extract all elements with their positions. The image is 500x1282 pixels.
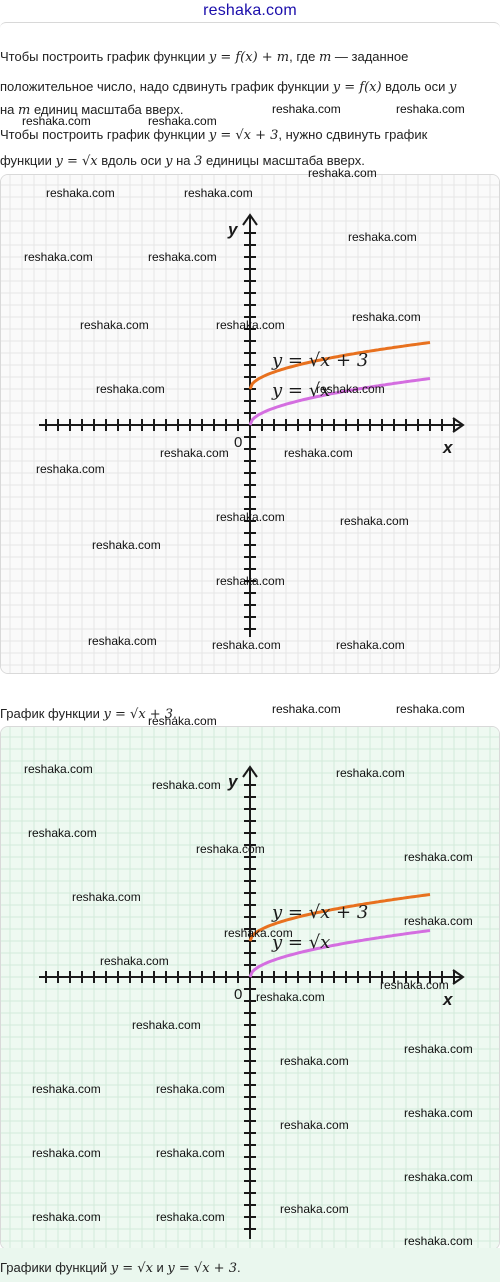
watermark: reshaka.com <box>156 1082 225 1096</box>
watermark: reshaka.com <box>32 1146 101 1160</box>
watermark: reshaka.com <box>196 842 265 856</box>
watermark: reshaka.com <box>224 926 293 940</box>
watermark: reshaka.com <box>404 1170 473 1184</box>
watermark: reshaka.com <box>36 462 105 476</box>
text-line-3: на m единиц масштаба вверх. <box>0 102 184 118</box>
watermark: reshaka.com <box>46 186 115 200</box>
watermark: reshaka.com <box>316 382 385 396</box>
watermark: reshaka.com <box>404 1106 473 1120</box>
y-axis-arrow <box>242 213 258 226</box>
watermark: reshaka.com <box>284 446 353 460</box>
watermark: reshaka.com <box>348 230 417 244</box>
curve-sqrt-x <box>248 929 431 978</box>
content-border <box>0 22 500 29</box>
watermark: reshaka.com <box>148 250 217 264</box>
text-line-2: положительное число, надо сдвинуть графи… <box>0 79 457 95</box>
watermark: reshaka.com <box>396 702 465 716</box>
watermark: reshaka.com <box>22 114 91 128</box>
watermark: reshaka.com <box>404 1042 473 1056</box>
watermark: reshaka.com <box>256 990 325 1004</box>
graph-2-caption: Графики функций y = √x и y = √x + 3. <box>0 1260 241 1276</box>
curve-sqrt-x-plus-3 <box>248 893 431 942</box>
graph-card-1: y x 0 y = √x + 3 y = √x <box>0 174 500 674</box>
watermark: reshaka.com <box>152 778 221 792</box>
site-link[interactable]: reshaka.com <box>203 2 297 19</box>
origin-label: 0 <box>234 434 242 451</box>
watermark: reshaka.com <box>148 114 217 128</box>
watermark: reshaka.com <box>216 318 285 332</box>
watermark: reshaka.com <box>404 850 473 864</box>
watermark: reshaka.com <box>216 574 285 588</box>
graph-card-2: y x 0 y = √x + 3 y = √x <box>0 726 500 1250</box>
watermark: reshaka.com <box>72 890 141 904</box>
watermark: reshaka.com <box>24 250 93 264</box>
origin-label: 0 <box>234 986 242 1003</box>
watermark: reshaka.com <box>184 186 253 200</box>
text-line-4: Чтобы построить график функции y = √x + … <box>0 127 428 143</box>
watermark: reshaka.com <box>380 978 449 992</box>
label-sqrt-x-plus-3: y = √x + 3 <box>271 902 368 923</box>
graph-1-svg: y x 0 y = √x + 3 y = √x <box>1 175 499 673</box>
watermark: reshaka.com <box>100 954 169 968</box>
label-sqrt-x: y = √x <box>271 380 330 401</box>
watermark: reshaka.com <box>148 714 217 728</box>
watermark: reshaka.com <box>336 766 405 780</box>
watermark: reshaka.com <box>272 102 341 116</box>
watermark: reshaka.com <box>404 1234 473 1248</box>
watermark: reshaka.com <box>280 1202 349 1216</box>
watermark: reshaka.com <box>352 310 421 324</box>
watermark: reshaka.com <box>88 634 157 648</box>
watermark: reshaka.com <box>32 1082 101 1096</box>
label-sqrt-x-plus-3: y = √x + 3 <box>271 350 368 371</box>
watermark: reshaka.com <box>280 1054 349 1068</box>
x-axis-arrow <box>452 417 465 433</box>
y-axis-arrow <box>242 765 258 778</box>
watermark: reshaka.com <box>212 638 281 652</box>
x-axis-arrow <box>452 969 465 985</box>
x-axis-label: x <box>442 438 454 457</box>
ticks <box>45 232 455 630</box>
y-axis-label: y <box>227 220 239 239</box>
watermark: reshaka.com <box>308 166 377 180</box>
watermark: reshaka.com <box>132 1018 201 1032</box>
x-axis-label: x <box>442 990 454 1009</box>
watermark: reshaka.com <box>24 762 93 776</box>
watermark: reshaka.com <box>92 538 161 552</box>
watermark: reshaka.com <box>160 446 229 460</box>
curve-sqrt-x <box>248 377 431 426</box>
watermark: reshaka.com <box>96 382 165 396</box>
watermark: reshaka.com <box>32 1210 101 1224</box>
watermark: reshaka.com <box>156 1210 225 1224</box>
caption-band <box>0 1248 500 1282</box>
graph-1-caption: График функции y = √x + 3. <box>0 706 177 722</box>
watermark: reshaka.com <box>28 826 97 840</box>
label-sqrt-x: y = √x <box>271 932 330 953</box>
y-axis-label: y <box>227 772 239 791</box>
curve-sqrt-x-plus-3 <box>248 341 431 390</box>
text-line-1: Чтобы построить график функции y = f(x) … <box>0 49 409 65</box>
watermark: reshaka.com <box>156 1146 225 1160</box>
watermark: reshaka.com <box>336 638 405 652</box>
watermark: reshaka.com <box>80 318 149 332</box>
watermark: reshaka.com <box>340 514 409 528</box>
watermark: reshaka.com <box>280 1118 349 1132</box>
watermark: reshaka.com <box>272 702 341 716</box>
graph-2-svg: y x 0 y = √x + 3 y = √x <box>1 727 499 1249</box>
watermark: reshaka.com <box>404 914 473 928</box>
text-line-5: функции y = √x вдоль оси y на 3 единицы … <box>0 153 365 169</box>
watermark: reshaka.com <box>396 102 465 116</box>
watermark: reshaka.com <box>216 510 285 524</box>
ticks <box>45 784 455 1230</box>
